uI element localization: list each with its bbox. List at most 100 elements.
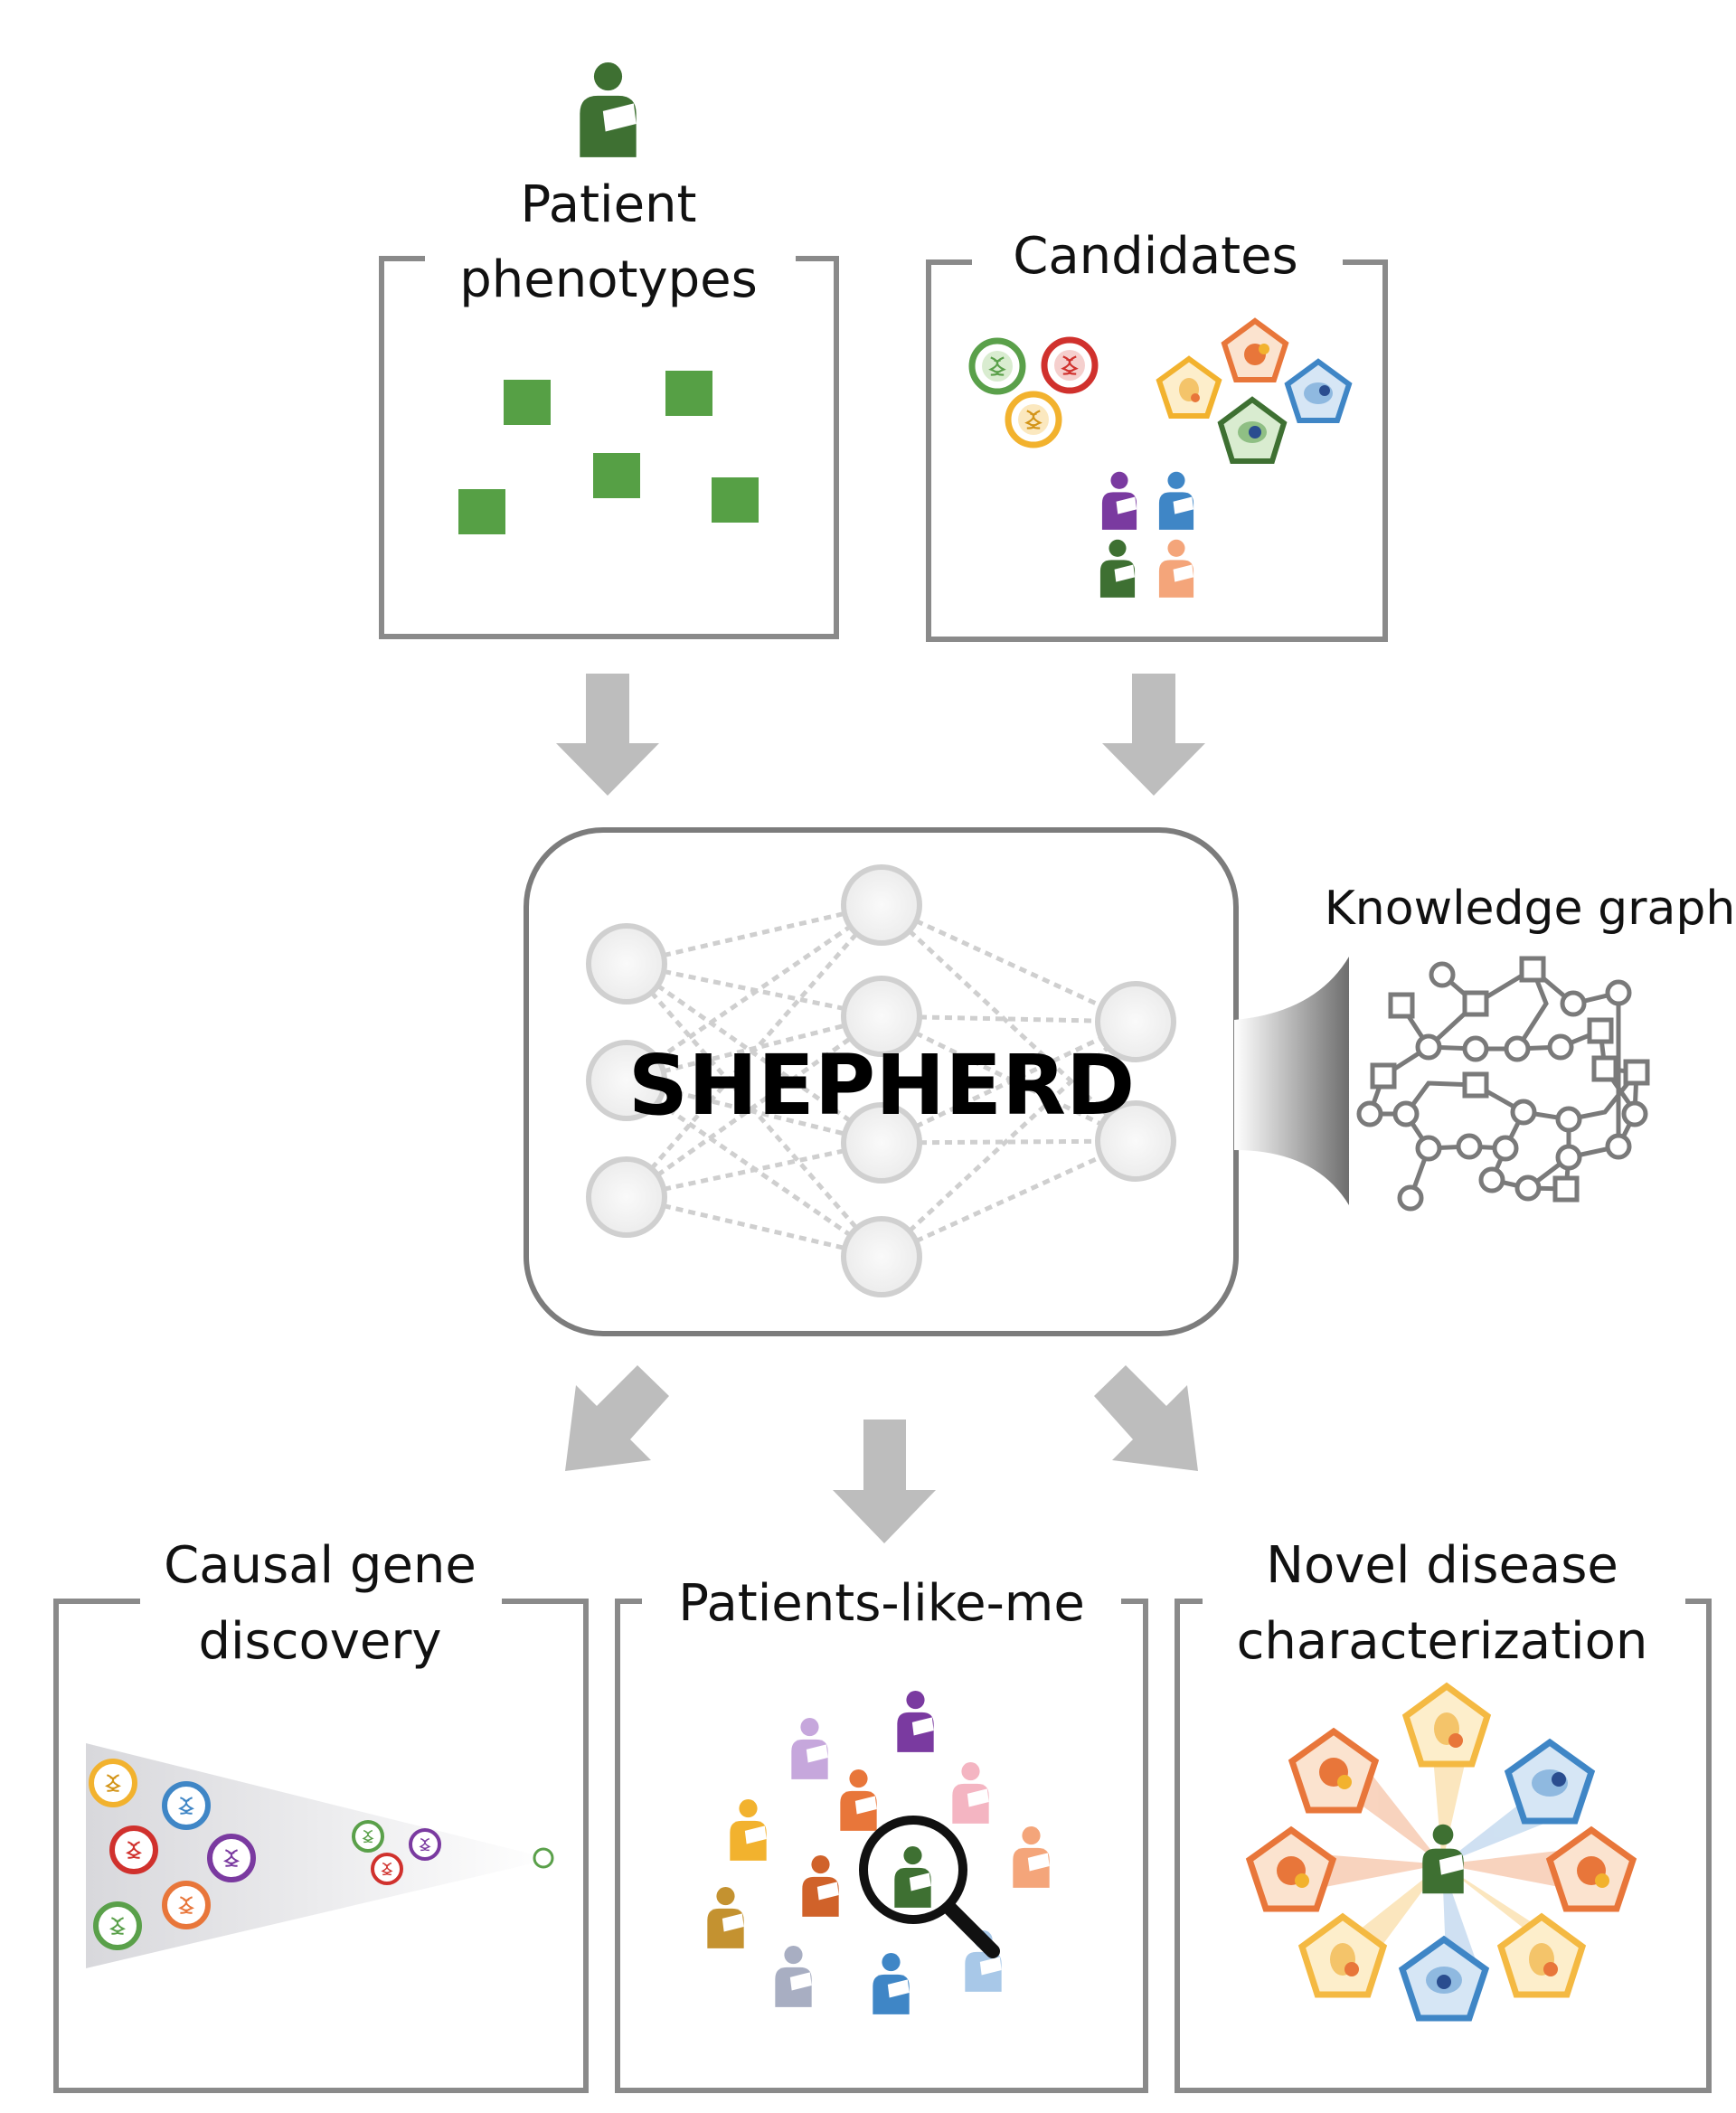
gene-icon [207, 1834, 256, 1882]
disease-icon [1245, 1825, 1337, 1912]
patient-phenotypes-panel: Patient phenotypes [379, 175, 839, 639]
disease-icon [1398, 1935, 1490, 2022]
graph-node [1397, 1184, 1424, 1212]
graph-node [1456, 1133, 1483, 1160]
novel-disease-title-line2: characterization [1237, 1612, 1648, 1671]
network-node [1095, 1100, 1176, 1182]
patient-icon [775, 1946, 812, 2007]
graph-node [1560, 990, 1587, 1017]
patient-icon [1422, 1824, 1464, 1894]
patient-icon [1013, 1826, 1050, 1888]
patient-icon [1099, 539, 1136, 598]
knowledge-graph: Knowledge graph [1234, 882, 1736, 1212]
patients-like-me-title: Patients-like-me [678, 1574, 1085, 1633]
graph-node [1519, 956, 1546, 983]
network-node [1095, 981, 1176, 1062]
patient-icon [1101, 471, 1137, 530]
knowledge-graph-funnel [1234, 957, 1349, 1205]
patient-icon [840, 1769, 877, 1831]
causal-gene-title-line2: discovery [198, 1612, 441, 1671]
network-nodes [586, 864, 1176, 1297]
network-node [841, 1102, 922, 1184]
gene-icon [533, 1847, 554, 1869]
disease-icon [1221, 317, 1289, 382]
graph-node [1415, 1135, 1442, 1162]
patient-icon [791, 1718, 828, 1779]
patient-phenotypes-title-line2: phenotypes [459, 250, 758, 309]
graph-node [1623, 1059, 1650, 1086]
knowledge-graph-title: Knowledge graph [1325, 882, 1736, 936]
network-node [586, 1040, 667, 1121]
phenotype-squares [458, 371, 759, 534]
phenotype-square [458, 489, 505, 534]
gene-icon [109, 1825, 158, 1874]
phenotype-square [593, 453, 640, 498]
graph-node [1547, 1033, 1574, 1061]
graph-node [1462, 1035, 1489, 1062]
network-edges [625, 902, 1137, 1259]
patient-icon [707, 1887, 744, 1948]
graph-node [1492, 1135, 1519, 1162]
network-node [586, 1156, 667, 1238]
graph-node [1388, 992, 1415, 1019]
gene-icon [371, 1853, 403, 1885]
graph-node [1462, 990, 1489, 1017]
gene-icon [1041, 336, 1099, 394]
graph-node [1478, 1166, 1505, 1193]
phenotype-square [712, 477, 759, 523]
network-node [841, 1216, 922, 1297]
gene-icon [162, 1781, 211, 1830]
graph-node [1552, 1175, 1580, 1203]
gene-icon [968, 337, 1026, 395]
novel-disease-panel: Novel disease characterization [1175, 1536, 1712, 2093]
novel-disease-title-line1: Novel disease [1266, 1536, 1618, 1595]
causal-gene-panel: Causal gene discovery [53, 1536, 589, 2093]
graph-node [1605, 1133, 1632, 1160]
disease-icon [1284, 358, 1353, 423]
graph-node [1504, 1035, 1531, 1062]
arrow-down [1102, 674, 1205, 796]
patient-icon [580, 62, 637, 157]
phenotype-square [504, 380, 551, 425]
disease-icon [1401, 1682, 1492, 1768]
graph-node [1605, 979, 1632, 1006]
graph-node [1514, 1174, 1542, 1202]
candidates-title: Candidates [1013, 227, 1297, 286]
network-node [586, 923, 667, 1005]
graph-node [1591, 1055, 1618, 1082]
graph-node [1429, 961, 1456, 988]
disease-icon [1545, 1825, 1637, 1912]
phenotype-square [665, 371, 712, 416]
arrow-down [833, 1420, 936, 1543]
gene-icon [352, 1820, 384, 1853]
gene-icon [93, 1901, 142, 1950]
patient-phenotypes-title-line1: Patient [521, 175, 697, 234]
graph-node [1621, 1100, 1648, 1127]
network-node [841, 864, 922, 946]
gene-icon [1005, 391, 1062, 448]
graph-node [1415, 1033, 1442, 1061]
patient-icon [802, 1855, 839, 1917]
graph-node [1462, 1071, 1489, 1099]
graph-nodes [1356, 956, 1650, 1212]
patient-icon [897, 1691, 934, 1752]
graph-node [1356, 1100, 1383, 1127]
graph-node [1510, 1099, 1537, 1126]
graph-node [1555, 1106, 1582, 1133]
patient-icon [1158, 539, 1194, 598]
disease-icon [1297, 1912, 1388, 1998]
causal-gene-title-line1: Causal gene [164, 1536, 476, 1595]
shepherd-model: SHEPHERD [524, 827, 1239, 1336]
gene-icon [89, 1759, 137, 1807]
patient-icon [730, 1799, 767, 1861]
patient-icon [952, 1762, 989, 1824]
network-node [841, 976, 922, 1057]
disease-icon [1156, 355, 1222, 419]
disease-icon [1288, 1727, 1380, 1814]
disease-icon [1496, 1912, 1587, 1998]
graph-node [1370, 1062, 1397, 1090]
graph-node [1555, 1144, 1582, 1171]
patient-icon [873, 1953, 910, 2014]
patients-like-me-panel: Patients-like-me [615, 1574, 1148, 2093]
model-title: SHEPHERD [628, 1037, 1136, 1134]
